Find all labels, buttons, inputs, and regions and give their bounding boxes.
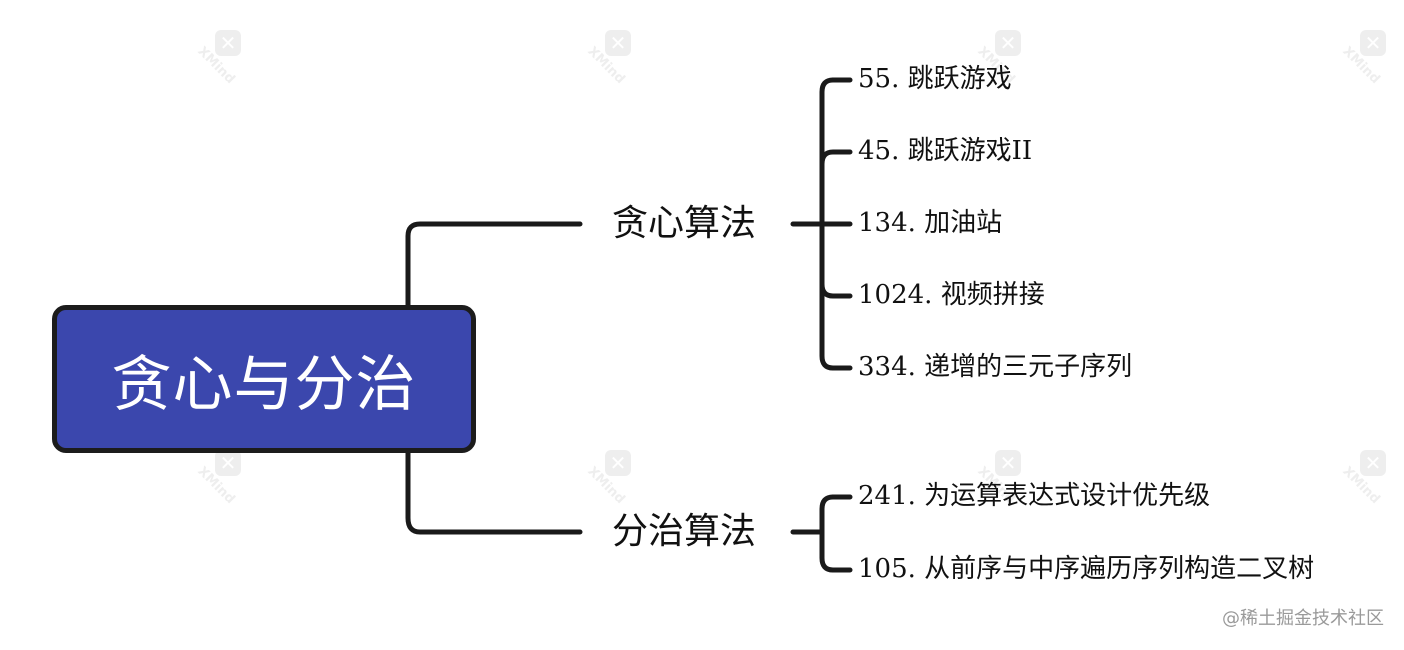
leaf-greedy-5[interactable]: 334. 递增的三元子序列 [858,352,1133,382]
xmind-watermark-icon: ✕ XMind [584,30,645,90]
root-label: 贪心与分治 [111,349,417,420]
connector-greedy-leaf-2 [819,149,853,167]
xmind-watermark-icon: ✕ XMind [194,30,255,90]
xmind-watermark-icon: ✕ XMind [1339,30,1400,90]
xmind-watermark-icon: ✕ XMind [1339,450,1400,510]
leaf-greedy-1[interactable]: 55. 跳跃游戏 [858,64,1012,94]
xmind-watermark-icon: ✕ XMind [194,450,255,510]
branch-divide-label[interactable]: 分治算法 [612,511,757,552]
connector-root-divide [405,450,583,535]
xmind-watermark-icon: ✕ XMind [584,450,645,510]
branch-greedy-label[interactable]: 贪心算法 [612,203,757,244]
watermark-credit: @稀土掘金技术社区 [1222,608,1384,629]
leaf-greedy-4[interactable]: 1024. 视频拼接 [858,280,1045,310]
connector-greedy-leaf-4 [819,281,853,299]
connector-root-greedy [405,221,583,308]
leaf-greedy-3[interactable]: 134. 加油站 [858,208,1003,238]
connector-divide-bracket [819,494,836,573]
xmind-watermark-icon: ✕ XMind [974,30,1035,90]
leaf-greedy-2[interactable]: 45. 跳跃游戏II [858,136,1033,166]
leaf-divide-2[interactable]: 105. 从前序与中序遍历序列构造二叉树 [858,554,1315,584]
leaf-divide-1[interactable]: 241. 为运算表达式设计优先级 [858,481,1211,511]
root-node[interactable]: 贪心与分治 [52,305,476,453]
xmind-watermark-icon: ✕ XMind [974,450,1035,510]
